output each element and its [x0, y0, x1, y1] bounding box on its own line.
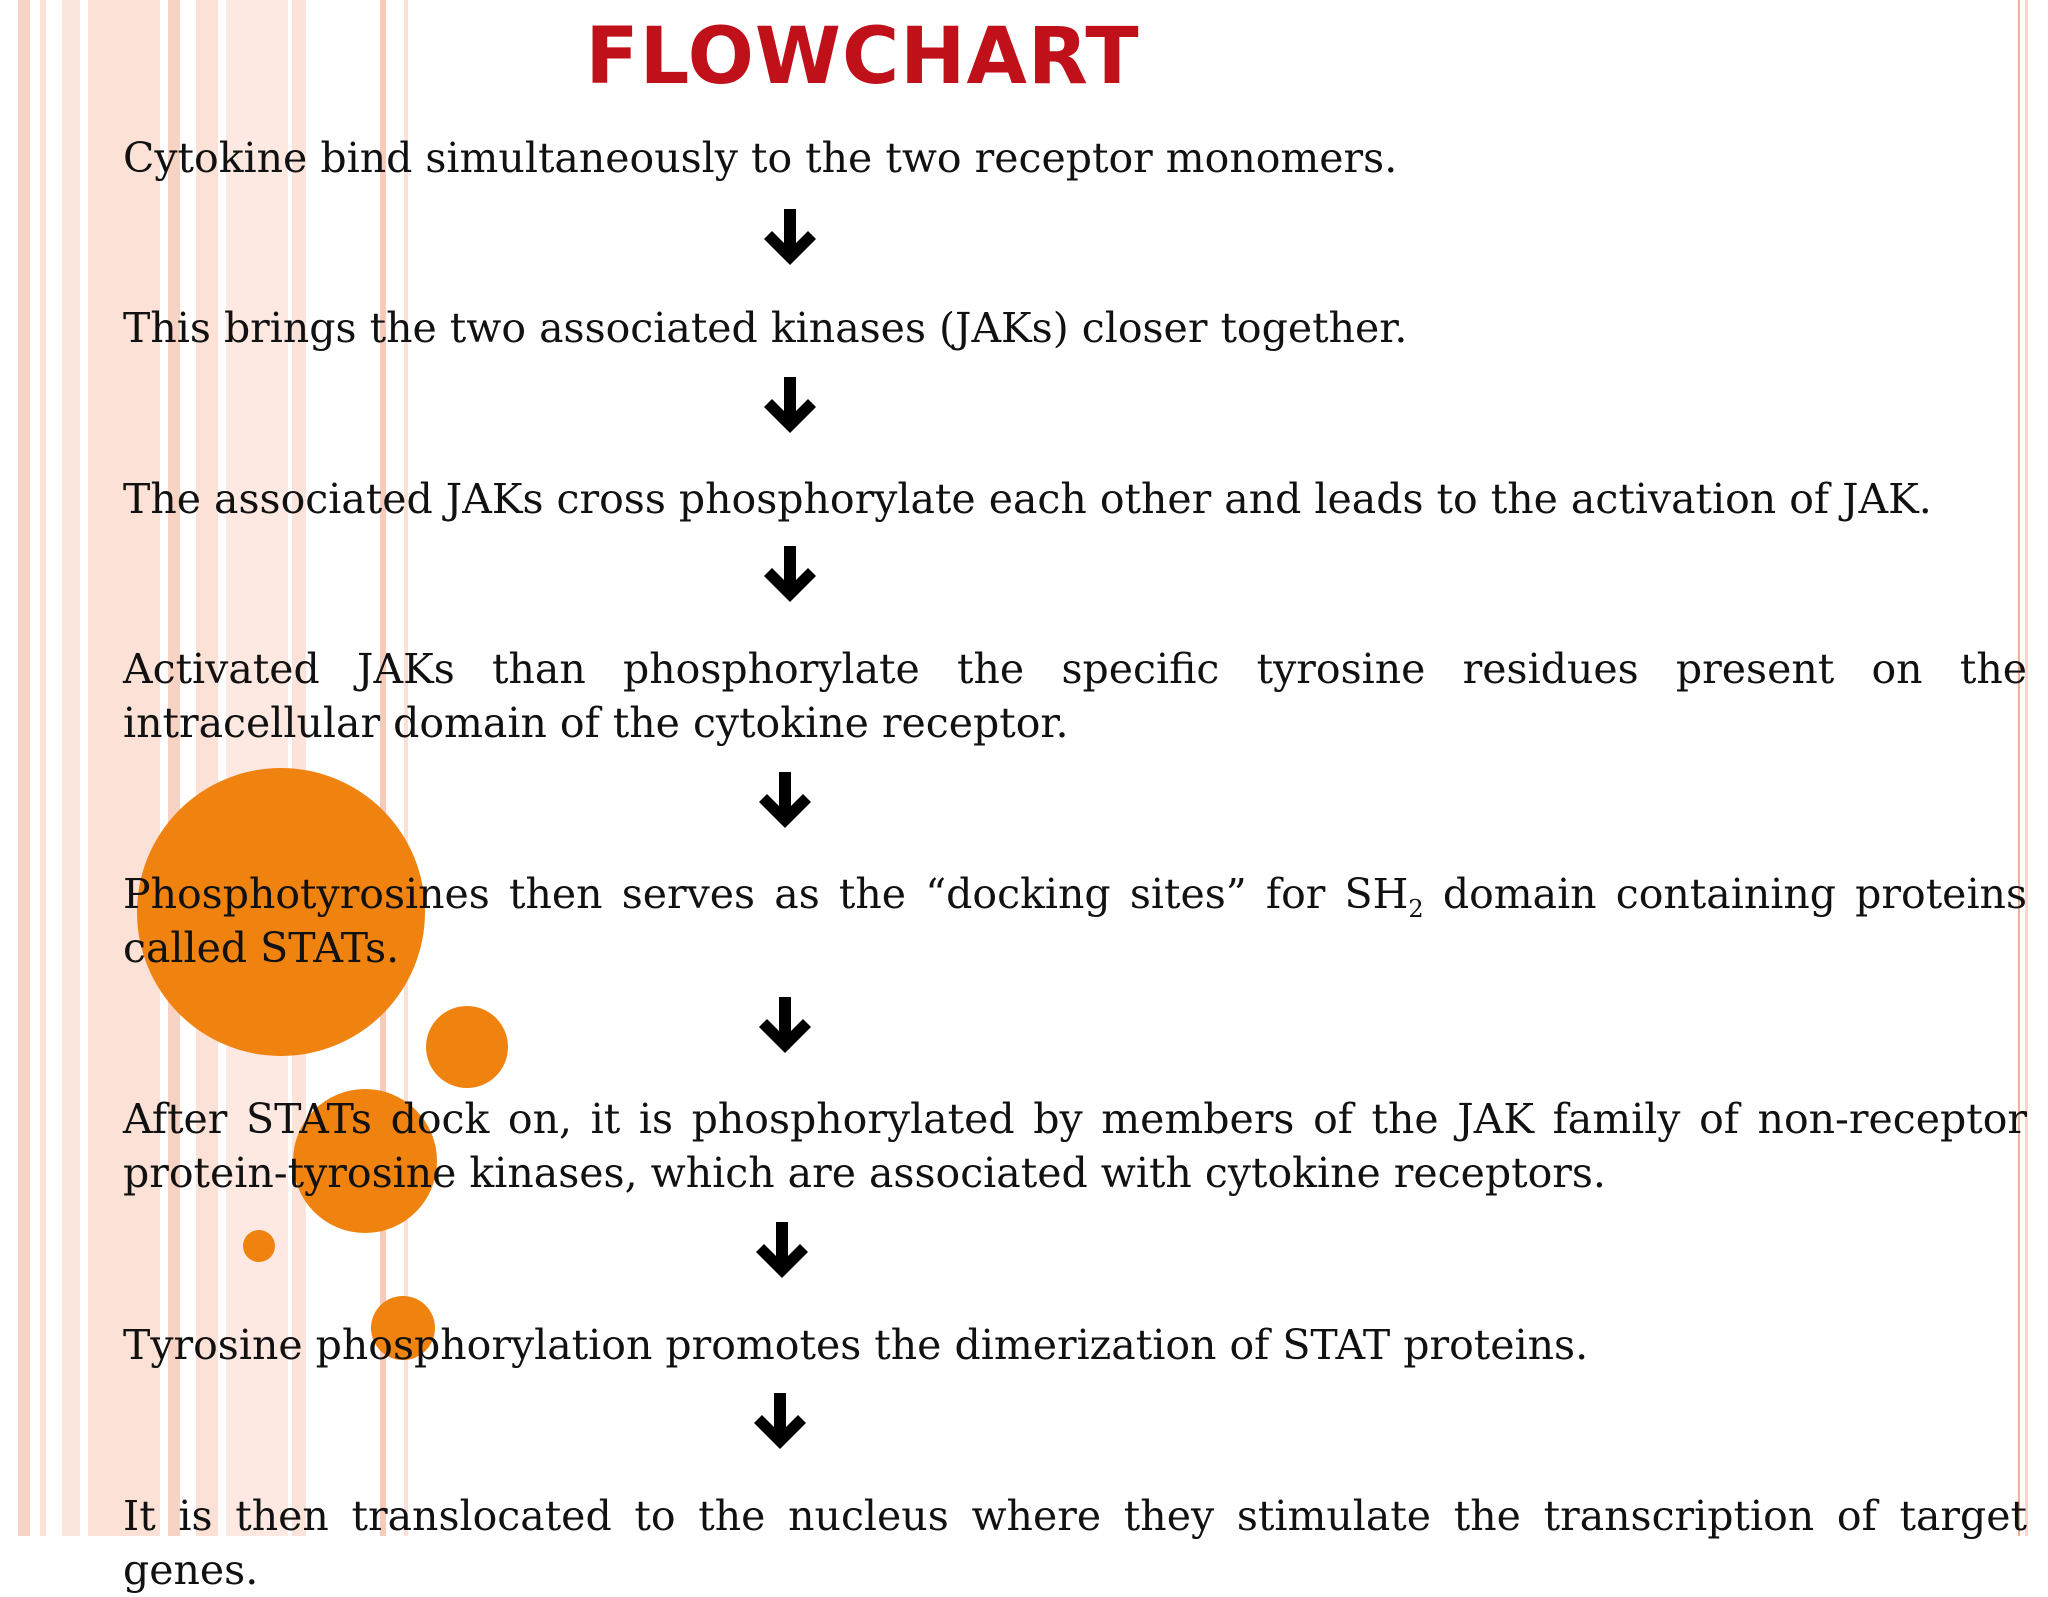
flow-step-8: It is then translocated to the nucleus w… — [123, 1492, 2027, 1594]
decorative-stripe — [404, 0, 408, 1536]
down-arrow-icon — [764, 546, 816, 602]
right-edge-line — [2018, 0, 2020, 1536]
flow-step-6: After STATs dock on, it is phosphorylate… — [123, 1095, 2027, 1197]
down-arrow-icon — [754, 1393, 806, 1449]
down-arrow-icon — [759, 997, 811, 1053]
decorative-circle-small — [243, 1230, 275, 1262]
decorative-stripe — [18, 0, 30, 1536]
down-arrow-icon — [764, 209, 816, 265]
right-edge-line — [2025, 0, 2028, 1536]
flow-step-3: The associated JAKs cross phosphorylate … — [123, 475, 1932, 523]
flow-step-5: Phosphotyrosines then serves as the “doc… — [123, 870, 2028, 972]
down-arrow-icon — [756, 1222, 808, 1278]
decorative-stripe — [62, 0, 80, 1536]
decorative-circle — [426, 1006, 508, 1088]
decorative-circle — [371, 1296, 435, 1360]
flow-step-1: Cytokine bind simultaneously to the two … — [123, 134, 1398, 182]
flow-step-2: This brings the two associated kinases (… — [123, 304, 1408, 352]
down-arrow-icon — [764, 377, 816, 433]
decorative-circle-large — [137, 768, 425, 1056]
decorative-stripe — [380, 0, 386, 1536]
flow-step-4: Activated JAKs than phosphorylate the sp… — [123, 645, 2027, 747]
decorative-stripe — [168, 0, 180, 1536]
decorative-circle — [293, 1089, 437, 1233]
subscript-2: 2 — [1408, 895, 1424, 924]
down-arrow-icon — [759, 772, 811, 828]
decorative-stripe — [88, 0, 160, 1536]
flow-step-7: Tyrosine phosphorylation promotes the di… — [123, 1321, 1589, 1369]
page-title: FLOWCHART — [585, 12, 1140, 102]
decorative-stripe — [196, 0, 218, 1536]
decorative-stripe — [40, 0, 46, 1536]
